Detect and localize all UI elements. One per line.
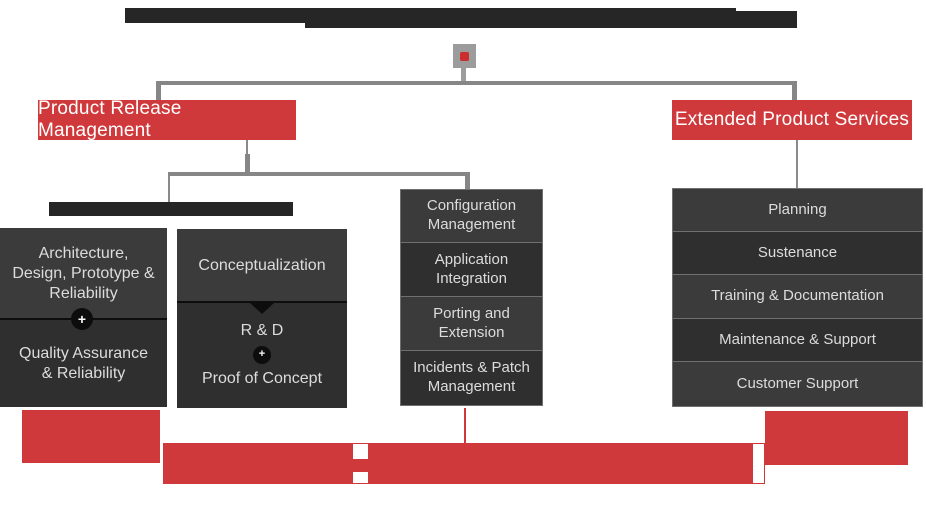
- sub-right-drop-connector: [465, 176, 470, 189]
- red-band-gap-bottom: [353, 472, 368, 483]
- right-branch-drop-connector: [792, 85, 797, 100]
- plus-icon: +: [253, 346, 271, 364]
- eps-stem-connector: [796, 140, 798, 188]
- redacted-title-bar-2: [305, 11, 797, 28]
- redacted-label-bar: [49, 202, 293, 216]
- left-branch-drop-connector: [156, 85, 161, 100]
- redacted-red-block-right: [765, 411, 908, 465]
- branch-extended-product-services: Extended Product Services: [672, 100, 912, 140]
- branch-label: Product Release Management: [38, 98, 182, 141]
- main-horizontal-connector: [156, 81, 797, 85]
- service-cell-sustenance: Sustenance: [673, 232, 922, 275]
- branch-label: Extended Product Services: [674, 109, 910, 130]
- card-bottom-cell: R & D + Proof of Concept: [177, 302, 347, 408]
- service-cell-maintenance-support: Maintenance & Support: [673, 319, 922, 362]
- proof-of-concept-label: Proof of Concept: [201, 370, 323, 387]
- root-marker-icon: [460, 51, 469, 61]
- service-cell-planning: Planning: [673, 189, 922, 232]
- card-bottom-cell: Quality Assurance & Reliability: [0, 320, 167, 407]
- card-divider-line: [177, 301, 347, 303]
- card-top-label: Architecture, Design, Prototype & Reliab…: [12, 245, 155, 302]
- service-cell-porting-extension: Porting and Extension: [401, 297, 542, 351]
- right-services-column: Planning Sustenance Training & Documenta…: [672, 188, 923, 407]
- root-node: [453, 44, 476, 68]
- redacted-red-band-center: [163, 443, 752, 484]
- card-conceptualization: Conceptualization R & D + Proof of Conce…: [177, 229, 347, 408]
- service-cell-incidents-patch: Incidents & Patch Management: [401, 351, 542, 405]
- card-bottom-label: Quality Assurance & Reliability: [19, 344, 148, 382]
- branch-product-release-management: Product Release Management: [38, 98, 296, 141]
- service-cell-training-documentation: Training & Documentation: [673, 275, 922, 319]
- card-top-cell: Conceptualization: [177, 229, 347, 302]
- service-cell-customer-support: Customer Support: [673, 362, 922, 406]
- middle-services-column: Configuration Management Application Int…: [400, 189, 543, 406]
- card-top-label: Conceptualization: [198, 256, 326, 274]
- down-arrow-icon: [250, 303, 274, 314]
- sub-left-drop-connector: [168, 176, 170, 202]
- red-band-outline-box: [752, 443, 765, 484]
- prm-stem-thick-connector: [245, 154, 250, 172]
- service-cell-configuration-management: Configuration Management: [401, 190, 542, 243]
- redacted-red-block-left: [22, 410, 160, 463]
- rd-label: R & D: [240, 322, 284, 339]
- red-band-gap-top: [353, 444, 368, 459]
- middle-column-red-connector: [464, 408, 466, 443]
- service-cell-application-integration: Application Integration: [401, 243, 542, 297]
- root-stem-connector: [461, 68, 466, 81]
- prm-stem-thin-connector: [246, 140, 248, 154]
- card-top-cell: Architecture, Design, Prototype & Reliab…: [0, 228, 167, 320]
- plus-icon: +: [71, 308, 93, 330]
- sub-horizontal-connector: [168, 172, 470, 176]
- card-architecture-quality: Architecture, Design, Prototype & Reliab…: [0, 228, 167, 407]
